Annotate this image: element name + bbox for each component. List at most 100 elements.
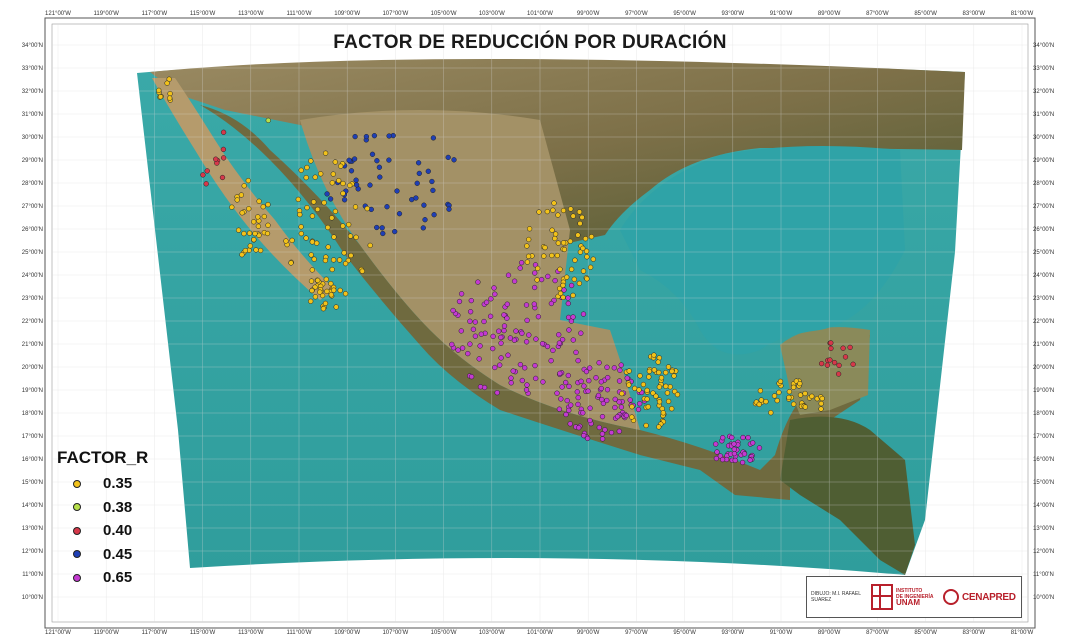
legend-swatch	[73, 573, 81, 582]
station-point	[477, 343, 483, 349]
station-point	[556, 285, 563, 292]
longitude-label: 83°00'W	[963, 630, 986, 636]
station-point	[241, 230, 247, 237]
station-point	[552, 277, 558, 284]
station-point	[538, 276, 545, 283]
longitude-label: 117°00'W	[142, 11, 168, 17]
station-point	[809, 393, 815, 399]
station-point	[519, 330, 525, 336]
station-point	[257, 247, 264, 254]
longitude-label: 105°00'W	[431, 630, 457, 636]
station-point	[379, 225, 385, 231]
station-point	[253, 247, 259, 253]
longitude-label: 109°00'W	[334, 11, 360, 17]
station-point	[646, 374, 652, 380]
station-point	[655, 359, 661, 365]
longitude-label: 89°00'W	[818, 11, 841, 17]
station-point	[353, 177, 359, 183]
station-point	[347, 182, 353, 189]
station-point	[455, 347, 461, 353]
station-point	[539, 341, 546, 347]
station-point	[619, 390, 625, 397]
station-point	[331, 287, 337, 293]
latitude-label: 31°00'N	[1033, 112, 1054, 118]
station-point	[771, 393, 778, 399]
station-point	[616, 378, 623, 384]
station-point	[346, 157, 352, 163]
latitude-label: 11°00'N	[22, 572, 43, 578]
longitude-label: 105°00'W	[431, 11, 457, 17]
station-point	[367, 242, 373, 249]
station-point	[571, 276, 577, 282]
station-point	[827, 357, 833, 363]
station-point	[545, 273, 551, 280]
station-point	[612, 396, 618, 402]
cenapred-emblem-icon	[943, 589, 959, 605]
station-point	[824, 362, 831, 368]
station-point	[828, 340, 834, 346]
legend-swatch	[73, 526, 81, 535]
latitude-label: 13°00'N	[22, 526, 43, 532]
station-point	[660, 410, 666, 416]
longitude-label: 81°00'W	[1011, 11, 1034, 17]
station-point	[599, 431, 606, 437]
latitude-label: 21°00'N	[22, 342, 43, 348]
station-point	[656, 384, 663, 390]
station-point	[741, 451, 748, 457]
station-point	[587, 264, 594, 270]
station-point	[671, 373, 677, 379]
station-point	[560, 282, 566, 289]
station-point	[421, 202, 427, 208]
station-point	[532, 270, 538, 276]
station-point	[324, 191, 330, 197]
station-point	[445, 154, 451, 161]
station-point	[577, 220, 583, 227]
station-point	[768, 410, 774, 416]
station-point	[567, 421, 573, 427]
station-point	[504, 315, 510, 321]
station-point	[409, 196, 415, 203]
station-point	[586, 378, 592, 384]
station-point	[519, 377, 525, 384]
legend: FACTOR_R 0.35 0.38 0.40 0.45 0.65	[57, 448, 187, 590]
station-point	[563, 379, 569, 386]
station-point	[578, 330, 584, 336]
station-point	[449, 341, 455, 348]
station-point	[587, 405, 593, 411]
station-point	[554, 252, 560, 259]
station-point	[585, 388, 591, 394]
station-point	[477, 384, 484, 390]
station-point	[552, 235, 558, 242]
station-point	[575, 401, 581, 408]
station-point	[317, 289, 323, 295]
station-point	[560, 240, 567, 246]
station-point	[312, 174, 318, 180]
station-point	[617, 367, 623, 373]
station-point	[568, 402, 574, 408]
station-point	[200, 172, 206, 178]
latitude-label: 30°00'N	[1033, 135, 1054, 141]
station-point	[776, 389, 782, 396]
station-point	[353, 182, 360, 188]
station-point	[602, 427, 608, 433]
longitude-label: 107°00'W	[382, 11, 408, 17]
station-point	[430, 187, 436, 194]
station-point	[570, 213, 576, 219]
gulf-of-mexico	[620, 146, 905, 355]
station-point	[518, 260, 525, 266]
station-point	[564, 397, 570, 404]
station-point	[304, 164, 310, 171]
station-point	[651, 352, 657, 358]
station-point	[556, 406, 563, 412]
legend-label: 0.65	[103, 569, 133, 587]
station-point	[756, 445, 763, 451]
station-point	[513, 328, 519, 334]
longitude-label: 97°00'W	[625, 630, 648, 636]
station-point	[348, 252, 354, 259]
land-central-america	[780, 416, 915, 575]
latitude-label: 20°00'N	[22, 365, 43, 371]
station-point	[596, 360, 602, 366]
station-point	[566, 327, 572, 333]
latitude-label: 23°00'N	[22, 296, 43, 302]
station-point	[790, 384, 797, 390]
